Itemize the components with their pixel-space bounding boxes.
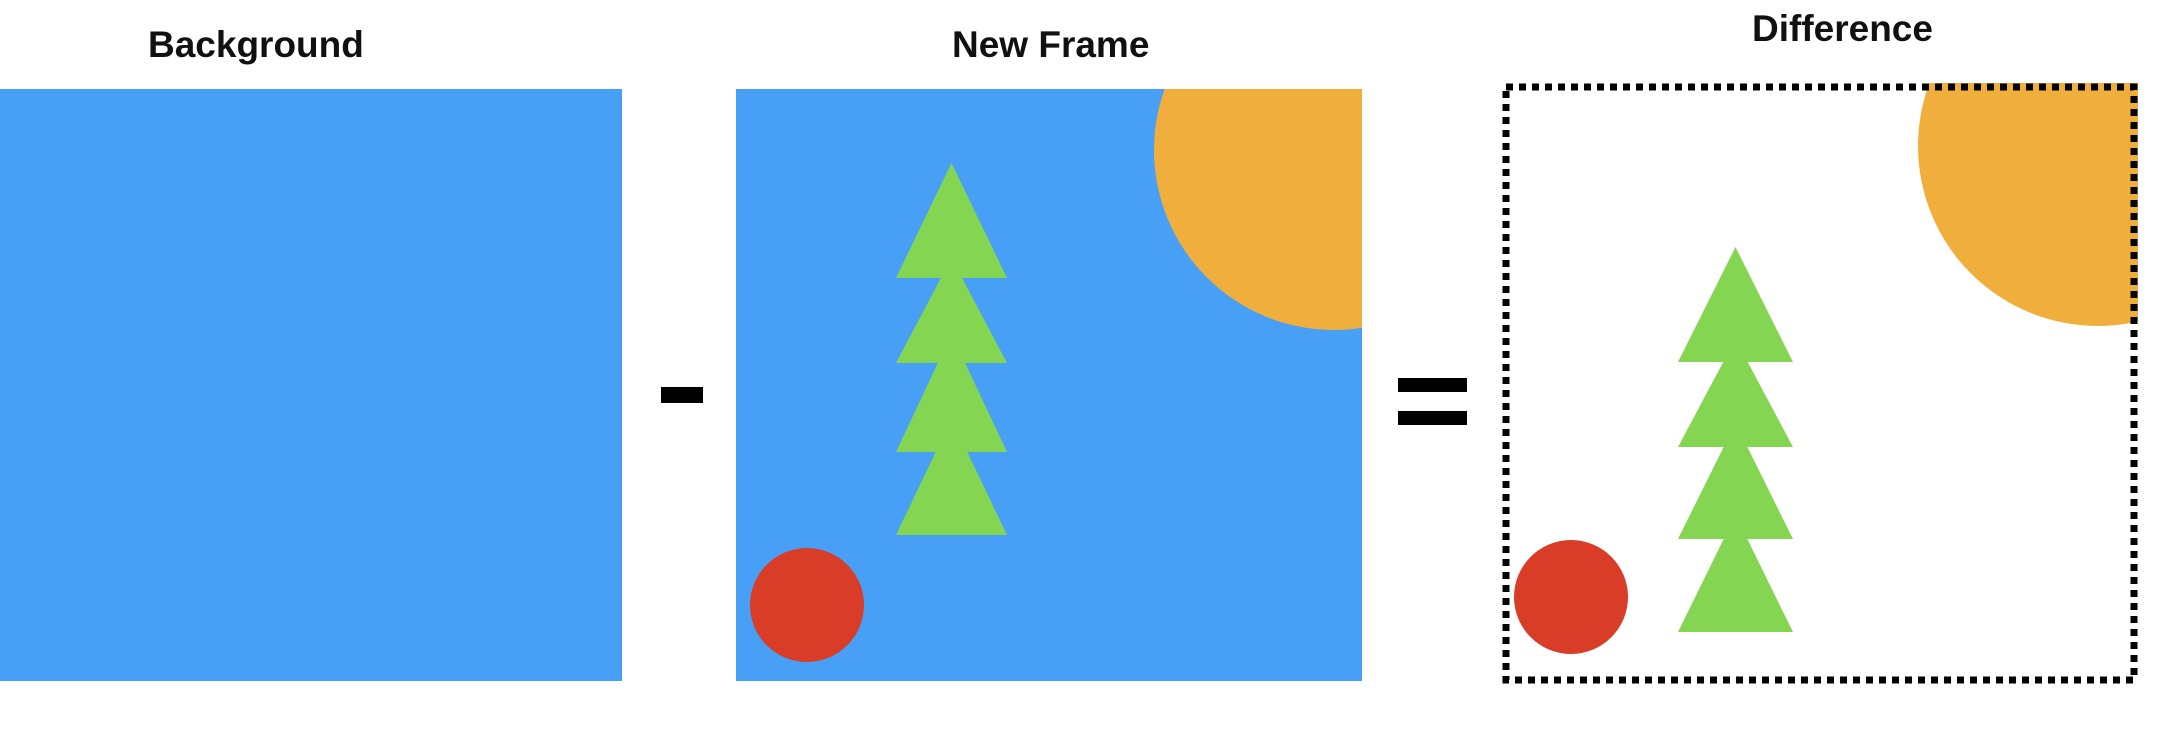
background-fill: [0, 89, 622, 681]
difference-panel: [1502, 83, 2138, 684]
new-frame-panel: [736, 89, 1362, 681]
tree-layer-second: [1678, 339, 1793, 447]
equals-sign-bottom-icon: [1398, 411, 1467, 425]
tree-layer-second: [896, 258, 1007, 363]
tree-layer-third: [1678, 423, 1793, 539]
tree-layer-top: [1678, 247, 1793, 362]
background-panel: [0, 89, 622, 681]
ball-shape: [1514, 540, 1628, 654]
tree-layer-third: [896, 334, 1007, 452]
sun-shape: [1154, 89, 1362, 330]
sun-shape: [1918, 83, 2138, 326]
tree-shape: [1678, 247, 1793, 632]
ball-shape: [750, 548, 864, 662]
tree-layer-bottom: [896, 419, 1007, 535]
difference-title: Difference: [1752, 8, 1933, 49]
tree-layer-top: [896, 163, 1007, 278]
equals-sign-top-icon: [1398, 378, 1467, 392]
tree-shape: [896, 163, 1007, 535]
minus-operator: [661, 387, 703, 403]
background-title: Background: [148, 24, 364, 65]
equals-operator: [1398, 378, 1467, 425]
difference-dotted-border: [1502, 83, 2138, 684]
new-frame-title: New Frame: [952, 24, 1150, 65]
minus-sign-icon: [661, 387, 703, 403]
tree-layer-bottom: [1678, 515, 1793, 632]
